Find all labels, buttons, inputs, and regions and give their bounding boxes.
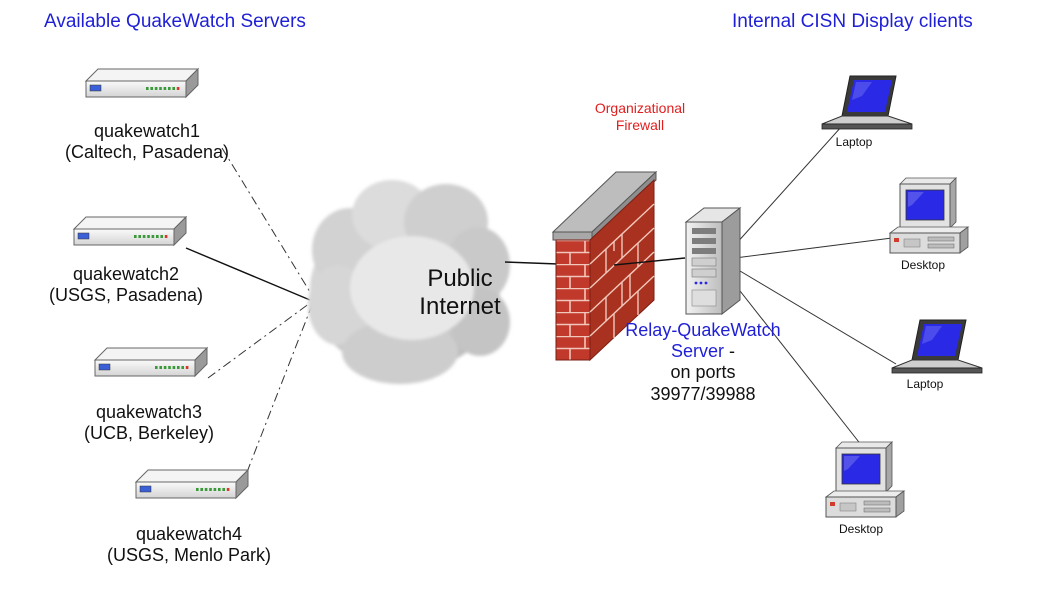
client-label-4: Desktop xyxy=(838,522,884,536)
link-client-desktop-2 xyxy=(732,281,863,447)
client-label-3: Laptop xyxy=(906,377,944,391)
client-label-1: Laptop xyxy=(835,135,873,149)
link-quakewatch3 xyxy=(207,302,311,379)
link-quakewatch4 xyxy=(239,304,313,491)
relay-server-icon xyxy=(684,206,742,316)
clients-heading: Internal CISN Display clients xyxy=(732,11,973,32)
relay-label-line1: Relay-QuakeWatch xyxy=(625,320,781,340)
server-label-quakewatch2: quakewatch2 (USGS, Pasadena) xyxy=(6,264,246,306)
relay-label-line2: Server - xyxy=(603,341,803,362)
desktop-icon xyxy=(824,441,906,518)
server-location: (USGS, Pasadena) xyxy=(48,285,204,306)
server-location: (Caltech, Pasadena) xyxy=(64,142,230,163)
rack-server-icon xyxy=(84,67,200,99)
relay-label-line3: on ports xyxy=(670,362,736,383)
cloud-label-line1: Public xyxy=(427,265,493,292)
desktop-icon xyxy=(888,177,970,254)
firewall-label-line2: Firewall xyxy=(615,116,665,133)
link-client-laptop-2 xyxy=(734,267,897,365)
link-client-desktop-1 xyxy=(734,237,893,259)
server-name: quakewatch1 xyxy=(93,121,201,141)
server-label-quakewatch3: quakewatch3 (UCB, Berkeley) xyxy=(29,402,269,444)
relay-label-line4: 39977/39988 xyxy=(650,383,756,404)
link-quakewatch2 xyxy=(185,247,311,301)
server-label-quakewatch4: quakewatch4 (USGS, Menlo Park) xyxy=(69,524,309,566)
server-location: (USGS, Menlo Park) xyxy=(106,545,272,566)
server-label-quakewatch1: quakewatch1 (Caltech, Pasadena) xyxy=(27,121,267,163)
relay-label: Relay-QuakeWatch Server - on ports 39977… xyxy=(603,320,803,405)
link-firewall-relay xyxy=(613,257,686,266)
relay-label-server: Server xyxy=(670,341,724,362)
rack-server-icon xyxy=(134,468,250,500)
firewall-label-line1: Organizational xyxy=(594,100,686,116)
server-links xyxy=(185,147,313,491)
rack-server-icon xyxy=(93,346,209,378)
firewall-icon xyxy=(551,170,658,362)
relay-label-dash: - xyxy=(724,341,735,362)
cloud-label-line2: Internet xyxy=(419,292,501,320)
client-links xyxy=(732,125,897,447)
server-location: (UCB, Berkeley) xyxy=(83,423,215,444)
rack-server-icon xyxy=(72,215,188,247)
link-client-laptop-1 xyxy=(734,125,843,246)
laptop-icon xyxy=(821,75,913,130)
link-quakewatch1 xyxy=(221,147,311,293)
public-internet-cloud xyxy=(308,180,510,384)
firewall-label: Organizational Firewall xyxy=(570,100,710,133)
server-name: quakewatch3 xyxy=(95,402,203,422)
laptop-icon xyxy=(891,319,983,374)
cloud-label: Public Internet xyxy=(390,265,530,320)
client-label-2: Desktop xyxy=(900,258,946,272)
servers-heading: Available QuakeWatch Servers xyxy=(44,11,306,32)
server-name: quakewatch2 xyxy=(72,264,180,284)
server-name: quakewatch4 xyxy=(135,524,243,544)
